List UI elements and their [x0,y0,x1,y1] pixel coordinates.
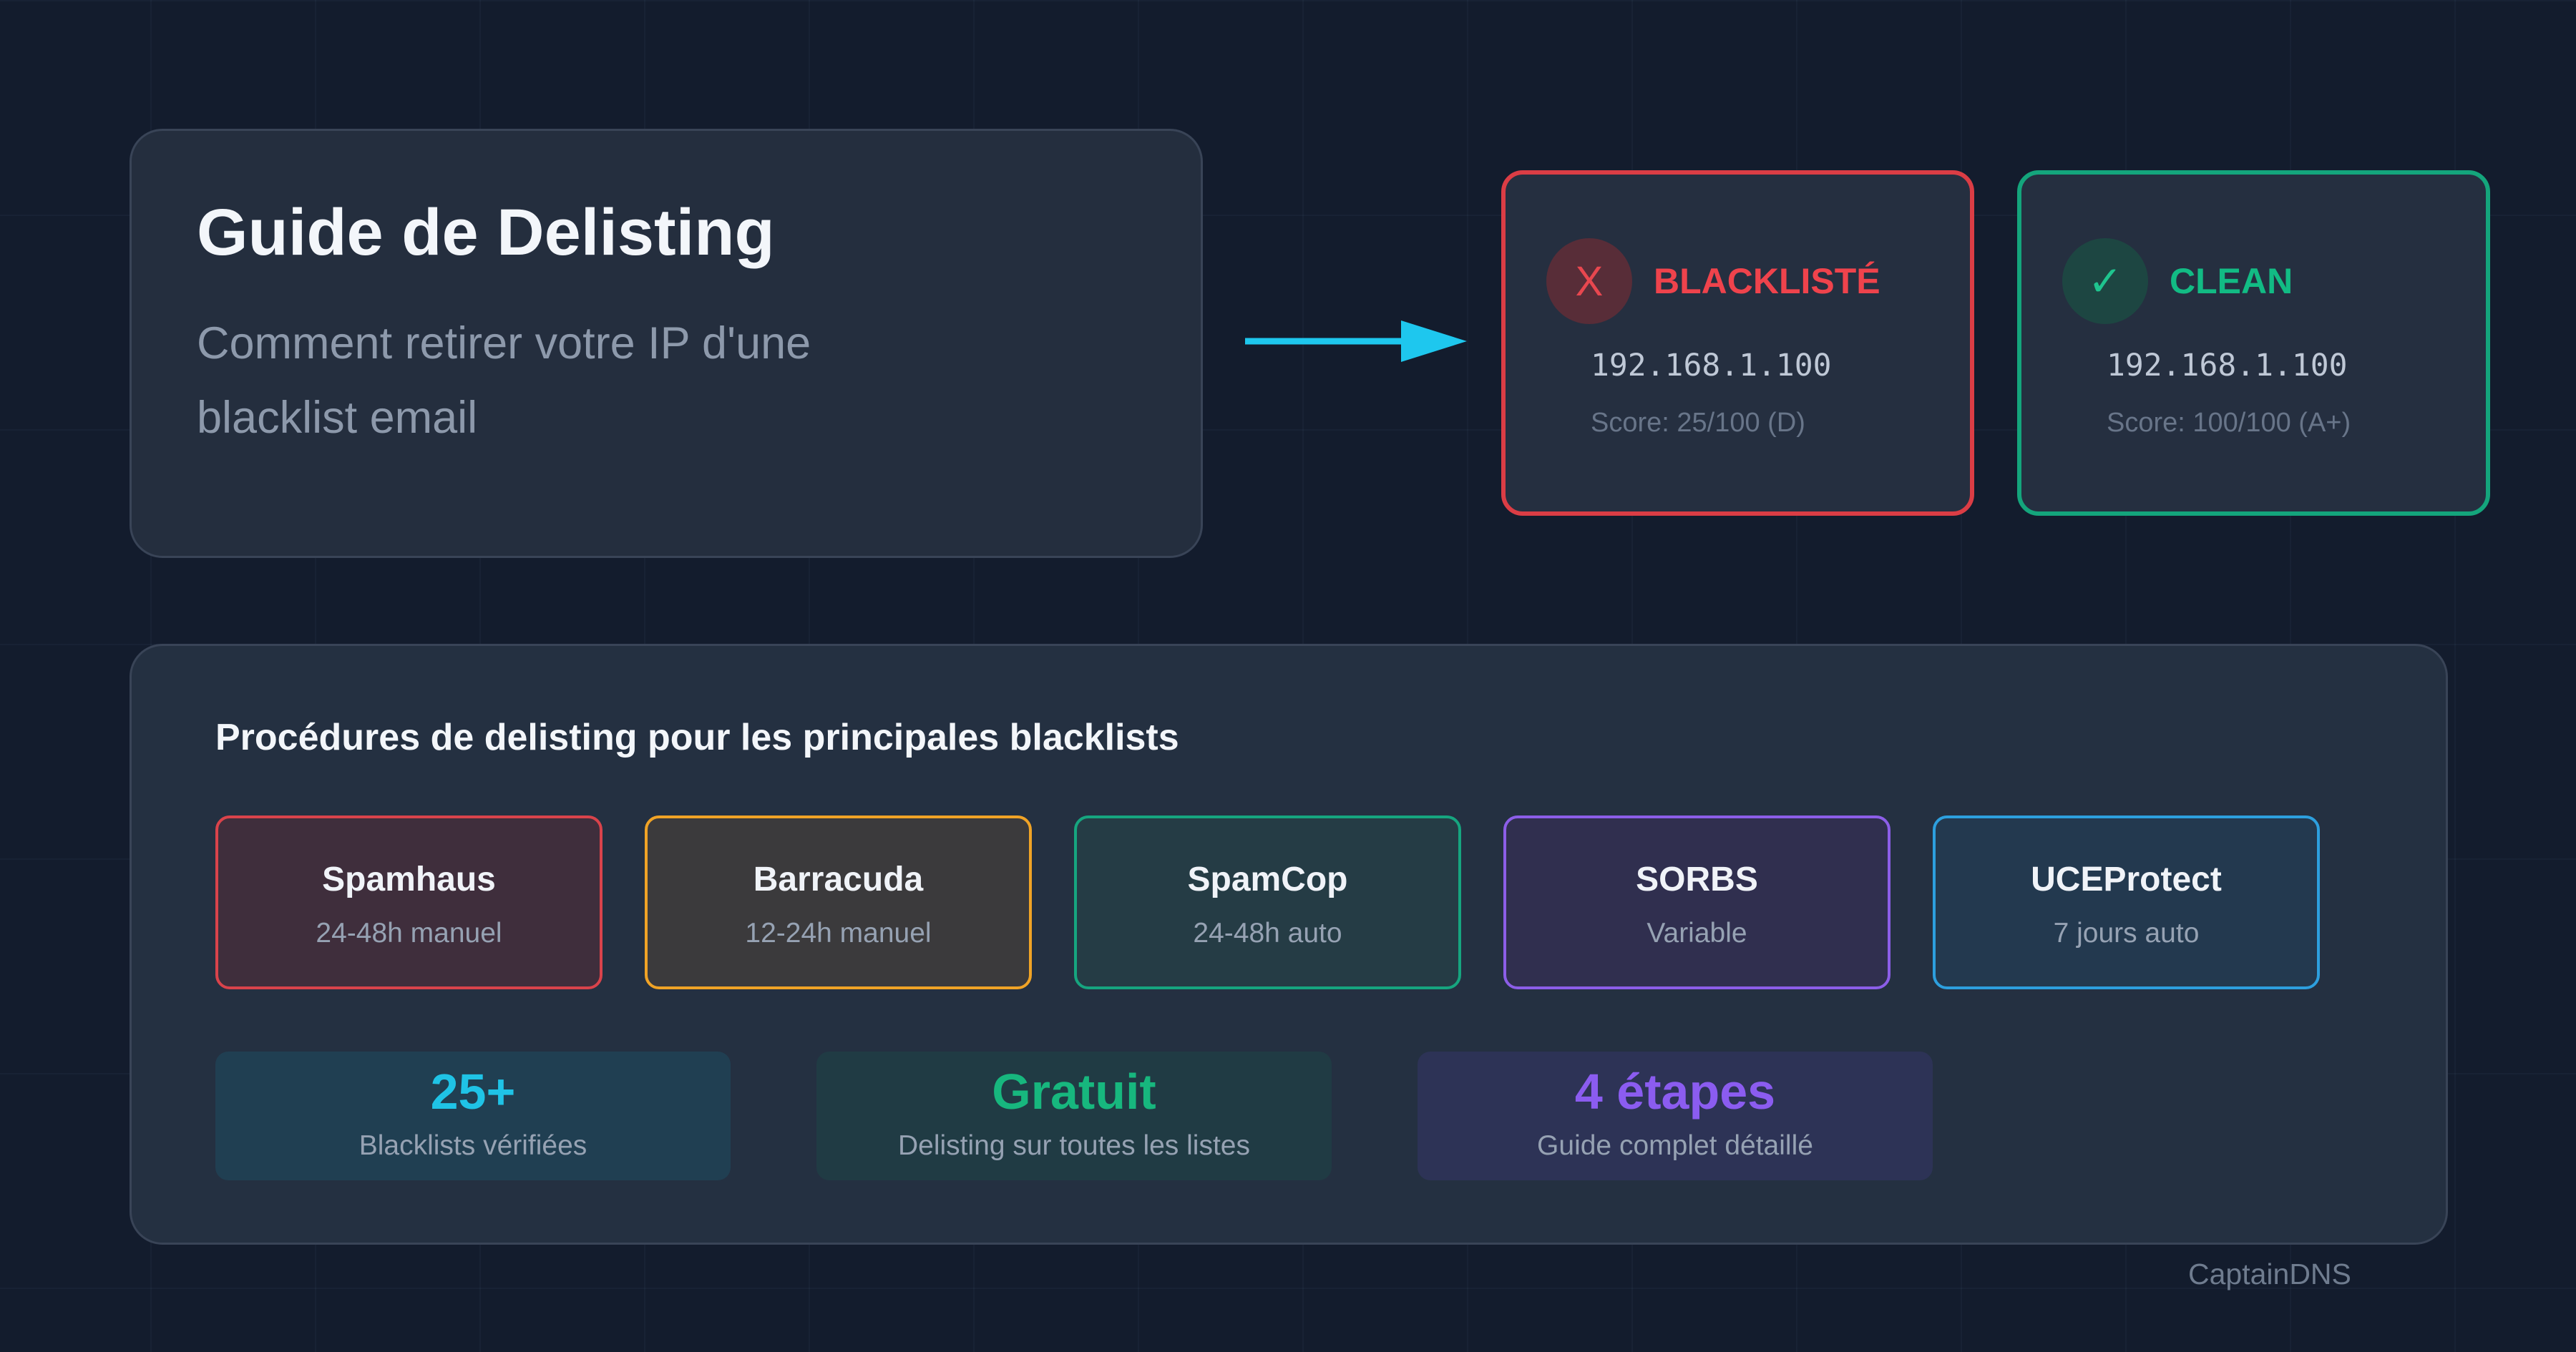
score-text: Score: 25/100 (D) [1591,408,1805,438]
stat-label: Delisting sur toutes les listes [897,1130,1251,1161]
stat-label: Guide complet détaillé [1537,1130,1813,1161]
arrow-right-icon [1245,320,1467,362]
blacklist-name: SORBS [1636,861,1758,898]
status-label: BLACKLISTÉ [1654,261,1880,301]
ip-address: 192.168.1.100 [2107,348,2348,383]
blacklist-name: UCEProtect [2031,861,2222,898]
stat-card-blacklists: 25+ Blacklists vérifiées [215,1052,731,1180]
stat-value: 25+ [430,1064,516,1120]
stat-card-steps: 4 étapes Guide complet détaillé [1418,1052,1933,1180]
score-text: Score: 100/100 (A+) [2107,408,2351,438]
page-title: Guide de Delisting [197,196,775,269]
blacklist-card-uceprotect: UCEProtect 7 jours auto [1933,815,2320,989]
blacklist-delay: 24-48h auto [1193,918,1342,949]
blacklist-name: SpamCop [1187,861,1348,898]
check-icon: ✓ [2062,238,2148,324]
stat-value: 4 étapes [1574,1064,1776,1120]
stat-card-free: Gratuit Delisting sur toutes les listes [816,1052,1332,1180]
stat-label: Blacklists vérifiées [358,1130,587,1161]
procedures-panel: Procédures de delisting pour les princip… [130,644,2448,1245]
blacklist-card-barracuda: Barracuda 12-24h manuel [645,815,1032,989]
hero-card: Guide de Delisting Comment retirer votre… [130,129,1203,558]
page-subtitle: Comment retirer votre IP d'une blacklist… [197,318,811,443]
brand-name: CaptainDNS [2188,1258,2351,1290]
blacklist-delay: 7 jours auto [2053,918,2200,949]
x-icon: X [1546,238,1632,324]
blacklist-name: Barracuda [753,861,924,898]
blacklist-card-sorbs: SORBS Variable [1503,815,1890,989]
blacklist-delay: 24-48h manuel [316,918,502,949]
blacklist-delay: 12-24h manuel [745,918,932,949]
stat-value: Gratuit [992,1064,1156,1120]
status-card-clean: ✓ CLEAN 192.168.1.100 Score: 100/100 (A+… [2017,170,2490,516]
ip-address: 192.168.1.100 [1591,348,1832,383]
blacklist-card-spamcop: SpamCop 24-48h auto [1074,815,1461,989]
procedures-title: Procédures de delisting pour les princip… [215,717,1179,758]
status-label: CLEAN [2170,261,2293,301]
blacklist-card-spamhaus: Spamhaus 24-48h manuel [215,815,602,989]
blacklist-delay: Variable [1646,918,1747,949]
blacklist-name: Spamhaus [322,861,496,898]
status-card-blacklisted: X BLACKLISTÉ 192.168.1.100 Score: 25/100… [1501,170,1974,516]
